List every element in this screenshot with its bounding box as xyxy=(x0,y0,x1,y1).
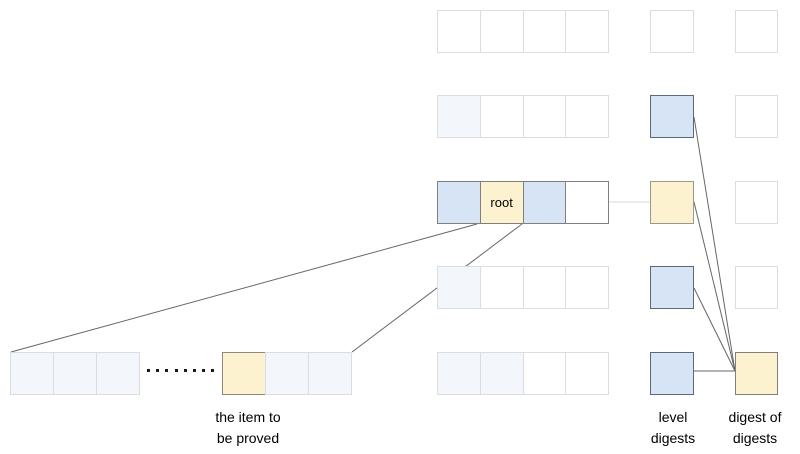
item-cell xyxy=(222,352,266,395)
level-digests-label: level digests xyxy=(651,407,695,449)
tree-row-5-cell-1 xyxy=(437,352,481,395)
tree-row-5-cell-2 xyxy=(479,352,524,395)
digest-of-digests-3 xyxy=(735,181,778,224)
tree-row-root-cell-4 xyxy=(565,181,609,224)
level-digests-label-line2: digests xyxy=(650,430,696,446)
item-label: the item to be proved xyxy=(215,407,280,449)
tree-row-2-cell-3 xyxy=(522,95,567,138)
tree-row-1-cell-2 xyxy=(479,10,524,53)
tree-row-root-cell-1 xyxy=(437,181,481,224)
digest-of-digests-2 xyxy=(735,95,778,138)
tree-row-4-cell-3 xyxy=(522,266,567,309)
item-row-right-cell-3 xyxy=(308,352,352,395)
digest-of-digests-1 xyxy=(735,10,778,53)
connector-line-5 xyxy=(693,201,736,372)
item-label-line2: be proved xyxy=(216,430,280,446)
tree-row-root-cell-3 xyxy=(522,181,567,224)
root-cell: root xyxy=(479,181,524,224)
tree-row-2-cell-2 xyxy=(479,95,524,138)
ellipsis-dot xyxy=(174,369,178,372)
digest-of-digests-5 xyxy=(735,352,778,395)
item-row-right-cell-2 xyxy=(265,352,309,395)
connector-line-1 xyxy=(10,223,478,353)
item-label-line1: the item to xyxy=(215,409,281,425)
tree-row-2-cell-1 xyxy=(437,95,481,138)
connector-line-6 xyxy=(693,287,736,372)
level-digest-4 xyxy=(650,266,694,309)
ellipsis-dot xyxy=(165,369,169,372)
item-row-left-cell-2 xyxy=(53,352,97,395)
ellipsis-dot xyxy=(193,369,196,372)
tree-row-5-cell-4 xyxy=(565,352,609,395)
item-row-left-cell-3 xyxy=(96,352,140,395)
digest-of-digests-label-line1: digest of xyxy=(728,409,782,425)
level-digests-label-line1: level xyxy=(658,409,688,425)
ellipsis-dot xyxy=(156,369,160,372)
tree-row-4-cell-4 xyxy=(565,266,609,309)
tree-row-5-cell-3 xyxy=(522,352,567,395)
level-digest-5 xyxy=(650,352,694,395)
tree-row-4-cell-1 xyxy=(437,266,481,309)
tree-row-1-cell-3 xyxy=(522,10,567,53)
item-row-left-cell-1 xyxy=(10,352,54,395)
level-digest-3 xyxy=(650,181,694,224)
tree-row-1-cell-4 xyxy=(565,10,609,53)
digest-of-digests-4 xyxy=(735,266,778,309)
digest-of-digests-label-line2: digests xyxy=(732,430,778,446)
level-digest-2 xyxy=(650,95,694,138)
ellipsis-dot xyxy=(147,369,150,372)
connector-line-4 xyxy=(693,116,736,372)
ellipsis-dot xyxy=(183,369,187,372)
tree-row-4-cell-2 xyxy=(479,266,524,309)
tree-row-1-cell-1 xyxy=(437,10,481,53)
digest-of-digests-label: digest of digests xyxy=(729,407,782,449)
tree-row-2-cell-4 xyxy=(565,95,609,138)
level-digest-1 xyxy=(650,10,694,53)
ellipsis-dot xyxy=(211,369,215,372)
ellipsis-dot xyxy=(202,369,206,372)
